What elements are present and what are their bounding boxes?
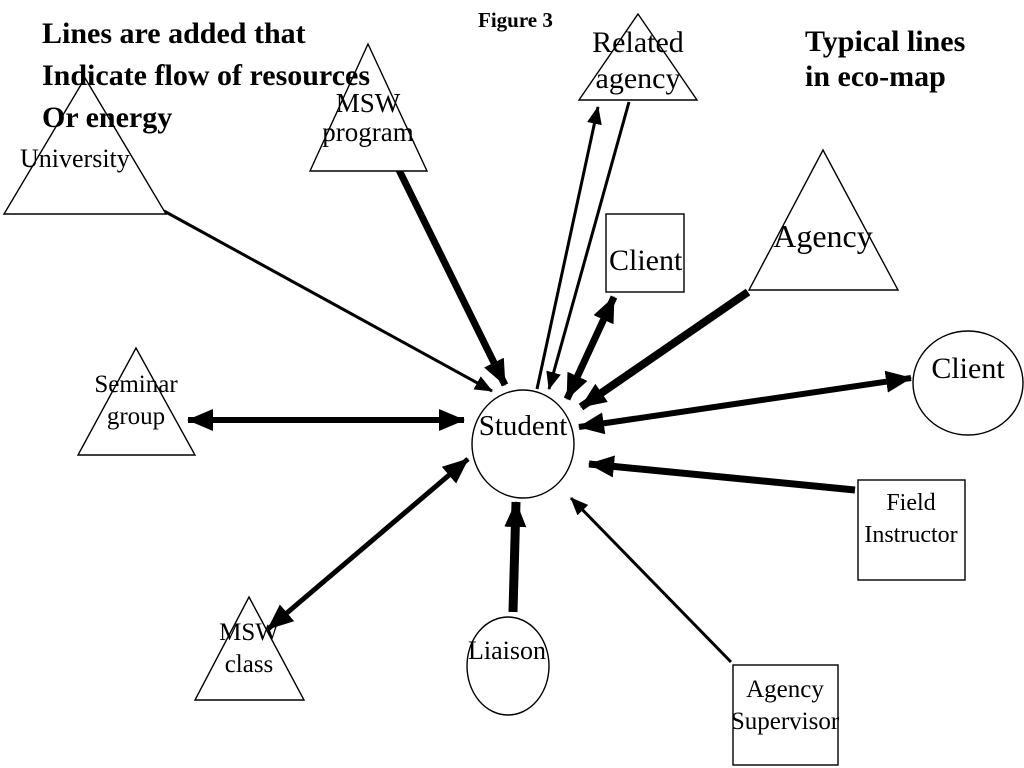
agency-supervisor-square	[732, 664, 839, 766]
captions: Figure 3 Lines are added that Indicate f…	[42, 8, 965, 134]
node-related-agency: Related agency	[577, 12, 699, 101]
msw-program-triangle	[308, 42, 429, 172]
edge-msw-program-student	[394, 166, 509, 387]
edge-related-agency-student	[546, 101, 631, 390]
edges	[163, 101, 912, 664]
msw-class-label-line1: MSW	[219, 619, 279, 646]
seminar-group-label-line2: group	[107, 403, 165, 430]
msw-class-triangle	[193, 595, 306, 701]
edge-student-related-agency	[535, 106, 602, 390]
agency-supervisor-label-line2: Supervisor	[731, 708, 840, 735]
caption-left-line2: Indicate flow of resources	[42, 59, 370, 92]
node-msw-class: MSW class	[193, 595, 306, 701]
field-instructor-label-line2: Instructor	[864, 522, 957, 548]
edge-msw-class-student	[266, 457, 470, 631]
msw-class-label-line2: class	[225, 651, 274, 678]
node-client-box: Client	[605, 213, 685, 293]
edge-liaison-student	[504, 501, 527, 613]
caption-right-line1: Typical lines	[805, 25, 965, 58]
nodes: University MSW program Related agency Ag…	[2, 12, 1024, 766]
caption-left-line3: Or energy	[42, 101, 172, 134]
edge-client-box-student	[563, 295, 618, 401]
edge-university-student	[163, 209, 493, 393]
client-circle	[912, 330, 1024, 436]
client-square	[605, 213, 685, 293]
agency-supervisor-label-line1: Agency	[746, 676, 824, 703]
edge-field-instructor-student	[588, 455, 856, 494]
caption-right-line2: in eco-map	[805, 60, 946, 93]
seminar-group-label-line1: Seminar	[94, 371, 178, 398]
msw-program-label-line1: MSW	[336, 88, 401, 118]
node-field-instructor: Field Instructor	[857, 479, 966, 581]
field-instructor-square	[857, 479, 966, 581]
client-round-label: Client	[931, 352, 1005, 385]
liaison-label: Liaison	[468, 636, 546, 665]
node-client-round: Client	[912, 330, 1024, 436]
seminar-group-triangle	[76, 346, 197, 456]
msw-program-label-line2: program	[322, 117, 413, 147]
student-circle	[471, 389, 575, 499]
agency-label: Agency	[773, 218, 873, 254]
student-label: Student	[479, 410, 568, 442]
node-student: Student	[471, 389, 575, 499]
node-university: University	[2, 76, 168, 215]
node-msw-program: MSW program	[308, 42, 429, 172]
related-agency-label-line2: agency	[596, 62, 681, 95]
figure-label: Figure 3	[478, 8, 553, 32]
node-agency: Agency	[747, 148, 900, 291]
edge-agency-supervisor-student	[569, 496, 733, 664]
related-agency-label-line1: Related	[592, 26, 684, 59]
node-agency-supervisor: Agency Supervisor	[731, 664, 840, 766]
agency-triangle	[747, 148, 900, 291]
caption-left-line1: Lines are added that	[42, 17, 306, 50]
client-box-label: Client	[609, 244, 683, 277]
liaison-circle	[466, 616, 550, 716]
node-seminar-group: Seminar group	[76, 346, 197, 456]
field-instructor-label-line1: Field	[886, 490, 935, 516]
related-agency-triangle	[577, 12, 699, 101]
node-liaison: Liaison	[466, 616, 550, 716]
university-label: University	[20, 144, 130, 173]
university-triangle	[2, 76, 168, 215]
edge-client-round-student	[578, 370, 912, 435]
